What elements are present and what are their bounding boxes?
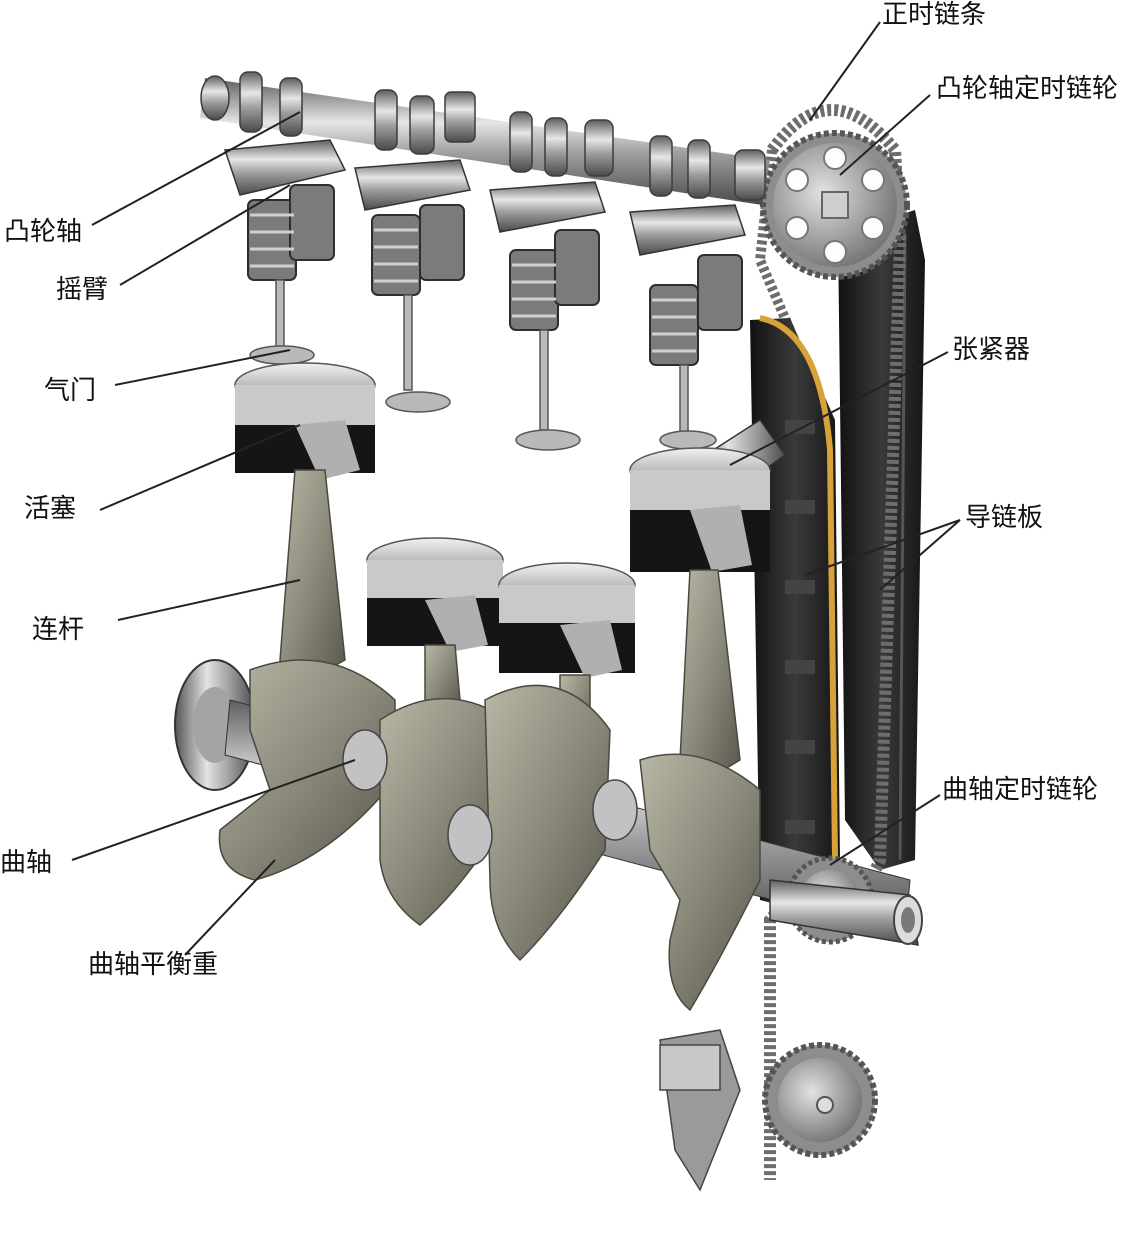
leader-crankshaft (71, 759, 356, 861)
piston-1 (234, 362, 376, 480)
label-timing-chain: 正时链条 (882, 0, 987, 30)
pistons (234, 362, 771, 678)
label-tensioner: 张紧器 (952, 335, 1031, 365)
label-connecting-rod: 连杆 (32, 615, 85, 645)
label-crankshaft: 曲轴 (0, 848, 53, 878)
leader-cam-sprocket (839, 94, 931, 176)
connecting-rods (279, 469, 741, 792)
oil-pump-sprocket (659, 1029, 878, 1192)
label-rocker-arm: 摇臂 (56, 275, 109, 305)
leader-piston (99, 424, 301, 511)
leader-rocker-arm (119, 184, 291, 286)
camshaft-sprocket (760, 130, 910, 280)
leader-valve (114, 349, 291, 386)
leader-camshaft (91, 111, 301, 226)
leader-timing-chain (809, 21, 881, 121)
valves (249, 279, 717, 451)
chain-guide-rail-left (750, 315, 840, 910)
leader-connecting-rod (117, 579, 301, 621)
label-valve: 气门 (44, 376, 97, 406)
label-camshaft: 凸轮轴 (4, 217, 83, 247)
rocker-arm-and-spring-group (223, 139, 746, 366)
label-chain-guide: 导链板 (965, 503, 1044, 533)
crankshaft (174, 659, 911, 1012)
piston-3 (498, 562, 636, 678)
label-piston: 活塞 (24, 494, 77, 524)
camshaft (200, 71, 770, 205)
leader-lines (71, 21, 961, 956)
piston-4 (629, 447, 771, 572)
leader-tensioner (729, 351, 949, 466)
leader-counterweight (184, 859, 276, 956)
leader-crank-sprocket (829, 794, 941, 866)
label-cam-sprocket: 凸轮轴定时链轮 (936, 74, 1119, 104)
piston-2 (366, 537, 504, 652)
crankshaft-sprocket (769, 855, 923, 946)
leader-chain-guide-a (804, 519, 961, 576)
label-crank-sprocket: 曲轴定时链轮 (942, 775, 1099, 805)
leader-chain-guide-b (879, 519, 961, 591)
label-counterweight: 曲轴平衡重 (88, 950, 219, 980)
